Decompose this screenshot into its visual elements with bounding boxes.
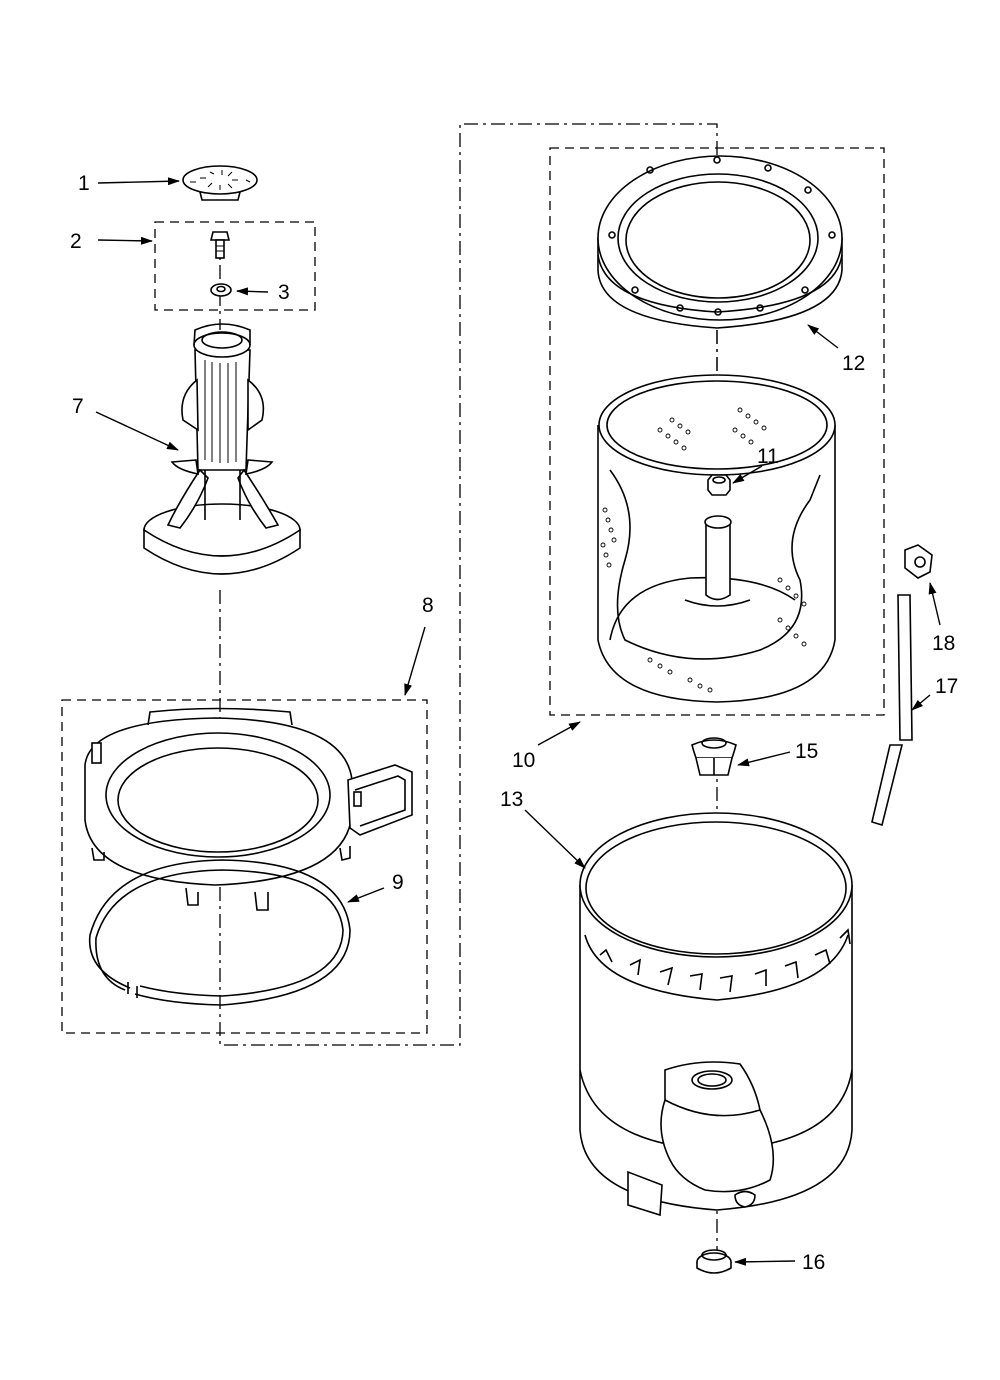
hose-part <box>871 594 913 827</box>
label-part-12: 12 <box>842 352 865 375</box>
label-part-15: 15 <box>795 740 818 763</box>
basket-perforations <box>600 407 807 693</box>
outer-tub-part <box>579 812 853 1217</box>
label-part-16: 16 <box>802 1251 825 1274</box>
label-part-17: 17 <box>935 675 958 698</box>
leader-arrows <box>95 177 941 1266</box>
group-box-2 <box>154 221 316 311</box>
balance-ring-part <box>597 155 843 329</box>
label-part-7: 7 <box>72 395 84 418</box>
group-box-10 <box>549 147 885 716</box>
label-part-11: 11 <box>757 445 779 468</box>
tub-ring-part <box>84 707 413 911</box>
ring-seal-part <box>88 859 351 1006</box>
hose-clip-part <box>904 544 933 579</box>
label-part-2: 2 <box>70 230 82 253</box>
label-part-18: 18 <box>932 632 955 655</box>
agitator-bolt-part <box>209 231 231 259</box>
group-box-8 <box>61 699 428 1034</box>
agitator-cap-part <box>182 165 258 201</box>
label-part-3: 3 <box>278 281 290 304</box>
label-part-8: 8 <box>422 594 434 617</box>
bushing-part <box>691 737 737 776</box>
part-labels: 1 2 3 7 8 9 10 11 12 13 15 16 17 18 <box>70 172 958 1274</box>
wash-basket-part <box>597 374 836 703</box>
agitator-washer-part <box>210 283 232 297</box>
agitator-part <box>143 323 301 575</box>
label-part-9: 9 <box>392 871 404 894</box>
drain-plug-part <box>696 1249 732 1274</box>
label-part-13: 13 <box>500 788 523 811</box>
label-part-10: 10 <box>512 749 535 772</box>
basket-nut-part <box>707 474 731 496</box>
label-part-1: 1 <box>78 172 90 195</box>
